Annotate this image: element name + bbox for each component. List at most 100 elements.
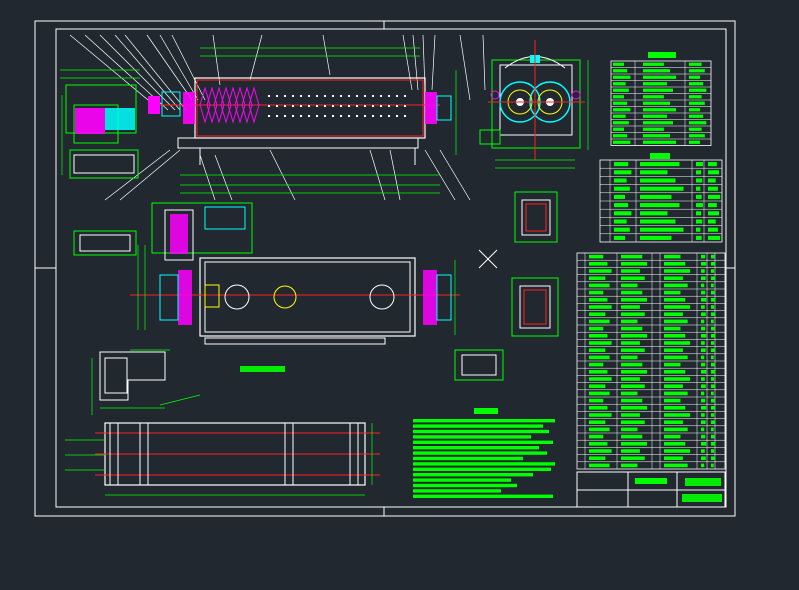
table-cell: [696, 194, 702, 199]
table-cell: [643, 62, 664, 66]
table-cell: [664, 370, 686, 374]
table-cell: [711, 370, 716, 374]
table-cell: [711, 319, 714, 324]
table-cell: [701, 427, 705, 432]
table-cell: [711, 262, 716, 266]
table-cell: [640, 211, 668, 216]
hole: [284, 95, 286, 97]
table-cell: [701, 420, 706, 424]
hole: [388, 105, 390, 107]
hole: [388, 95, 390, 97]
table-cell: [711, 463, 714, 468]
table-cell: [614, 170, 632, 175]
requirement-line: [413, 478, 511, 482]
table-cell: [621, 434, 643, 439]
table-cell: [689, 108, 700, 112]
hole: [372, 115, 374, 117]
table-cell: [589, 406, 608, 410]
table-cell: [708, 186, 718, 191]
table-cell: [613, 121, 629, 125]
table-cell: [589, 442, 608, 446]
table-cell: [614, 162, 629, 167]
table-cell: [589, 427, 610, 432]
hole: [356, 95, 358, 97]
table-cell: [640, 227, 684, 232]
table-cell: [621, 355, 638, 360]
table-cell: [589, 434, 604, 439]
hole: [268, 105, 270, 107]
table-cell: [689, 95, 702, 99]
table-cell: [711, 355, 714, 360]
requirement-line: [413, 489, 501, 493]
table-cell: [643, 82, 667, 86]
table-cell: [621, 449, 640, 453]
table-cell: [711, 341, 715, 345]
section-views: [73, 191, 559, 381]
table-cell: [664, 434, 681, 439]
table-cell: [614, 186, 630, 191]
technical-requirements: [413, 408, 555, 498]
hole: [348, 105, 350, 107]
side-end-view: [479, 40, 589, 169]
requirement-text-lines: [413, 419, 555, 498]
table-cell: [711, 456, 715, 460]
table-cell: [689, 114, 704, 118]
table-cell: [621, 348, 645, 352]
table-cell: [621, 326, 643, 331]
table-cell: [689, 69, 705, 73]
table-cell: [701, 391, 705, 396]
spec-table: [599, 159, 723, 243]
hole: [332, 95, 334, 97]
table-cell: [643, 108, 677, 112]
table-cell: [711, 283, 714, 288]
table-cell: [664, 355, 688, 360]
table-cell: [664, 254, 681, 259]
table-cell: [621, 362, 643, 367]
table-cell: [701, 370, 707, 374]
table-cell: [664, 384, 683, 388]
table-cell: [696, 235, 702, 240]
hole: [292, 95, 294, 97]
table-cell: [711, 384, 715, 388]
table-cell: [621, 305, 640, 309]
plan-view: [130, 202, 460, 372]
table-cell: [613, 88, 629, 92]
hole: [332, 115, 334, 117]
table-cell: [643, 95, 664, 99]
table-cell: [701, 262, 707, 266]
table-cell: [589, 262, 608, 266]
table-cell: [701, 442, 707, 446]
table-cell: [689, 82, 704, 86]
table-cell: [708, 203, 717, 208]
table-cell: [708, 219, 716, 224]
hole: [292, 115, 294, 117]
table-cell: [664, 463, 688, 468]
table-cell: [664, 406, 686, 410]
table-cell: [701, 384, 706, 388]
table-cell: [589, 355, 610, 360]
table-cell: [589, 463, 610, 468]
table-cell: [708, 211, 720, 216]
hole: [340, 115, 342, 117]
table-cell: [664, 283, 688, 288]
table-cell: [640, 186, 684, 191]
table-cell: [696, 178, 703, 183]
table-cell: [613, 134, 628, 138]
table-cell: [589, 413, 612, 417]
table-cell: [589, 370, 608, 374]
table-cell: [621, 298, 648, 302]
hole: [308, 95, 310, 97]
table-cell: [711, 391, 714, 396]
table-cell: [589, 298, 608, 302]
parameter-table: [610, 60, 712, 146]
table-cell: [711, 326, 715, 331]
table-cell: [696, 170, 702, 175]
table-cell: [589, 341, 612, 345]
hole: [300, 115, 302, 117]
table-cell: [701, 334, 707, 338]
table-cell: [701, 398, 706, 403]
table-cell: [708, 170, 720, 175]
table-cell: [701, 413, 705, 417]
dimension-lines: [60, 47, 457, 194]
